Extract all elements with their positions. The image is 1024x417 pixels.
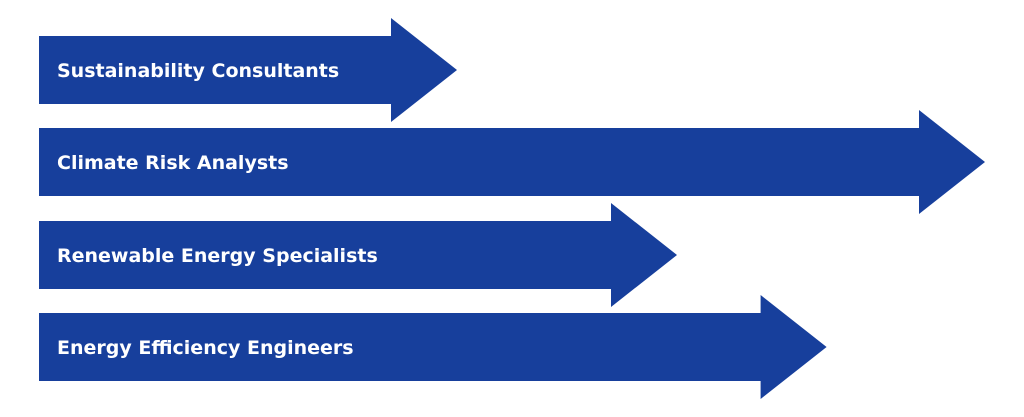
arrow-label-4: Energy Efficiency Engineers bbox=[57, 337, 354, 359]
arrow-bar-2 bbox=[39, 110, 985, 214]
arrow-label-1: Sustainability Consultants bbox=[57, 60, 339, 82]
arrow-label-2: Climate Risk Analysts bbox=[57, 152, 289, 174]
arrow-bar-3 bbox=[39, 203, 677, 307]
arrow-bar-1 bbox=[39, 18, 457, 122]
arrow-bar-4 bbox=[39, 295, 827, 399]
arrow-label-3: Renewable Energy Specialists bbox=[57, 245, 378, 267]
